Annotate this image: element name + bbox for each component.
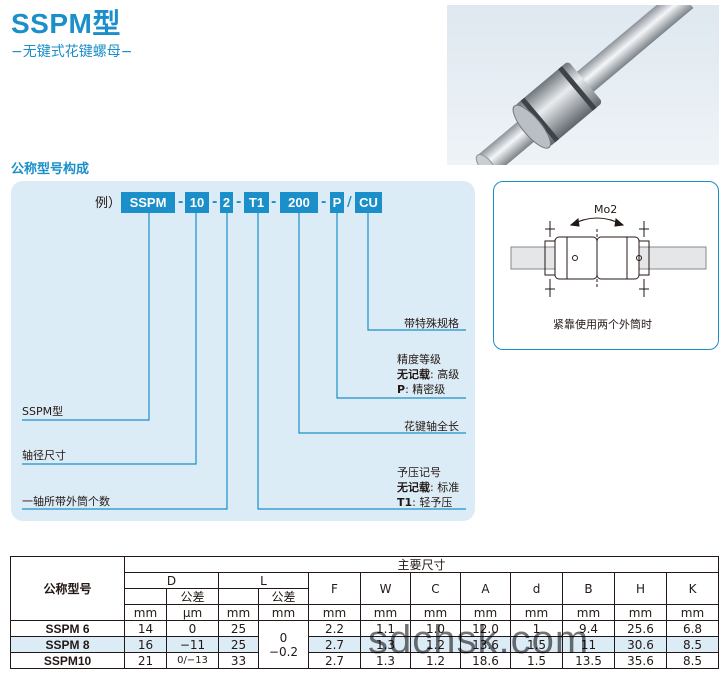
unit: mm [124,604,167,621]
cell-H: 35.6 [614,652,667,669]
cell-C: 1.0 [410,620,461,637]
cell-D-tol: 0 [166,620,219,637]
diagram-caption: 紧靠使用两个外筒时 [553,318,652,331]
code-separator: / [347,195,352,210]
cell-D-tol: 0/−13 [166,652,219,669]
spec-table: 公称型号 主要尺寸 D L F W C A d B H K 公差 公差 mm μ… [10,556,719,669]
cell-B: 9.4 [562,620,615,637]
row-model: SSPM 8 [10,636,125,653]
spline-nut-illustration [475,0,694,177]
annotation-precision-p: P: 精密级 [397,383,446,396]
moment-diagram [510,217,707,297]
cell-F: 2.7 [308,636,361,653]
annotation-shaft-length: 花键轴全长 [404,420,459,433]
code-separator: - [321,195,327,210]
header-D: D [124,572,219,589]
unit: mm [460,604,511,621]
cell-D: 16 [124,636,167,653]
annotation-preload-title: 予压记号 [397,466,441,479]
table-row: SSPM 8 16 −11 25 2.7 1.3 1.2 13.6 1.5 11… [10,636,719,653]
cell-A: 18.6 [460,652,511,669]
code-special: CU [355,192,382,213]
header-model: 公称型号 [10,556,125,621]
cell-F: 2.2 [308,620,361,637]
code-sspm: SSPM [121,192,175,213]
header-F: F [308,572,361,605]
page-subtitle: −无键式花键螺母− [11,44,133,60]
unit: mm [308,604,361,621]
code-separator: - [271,195,277,210]
unit: mm [614,604,667,621]
annotation-precision-none: 无记载: 高级 [397,368,460,381]
header-L-tol: 公差 [258,588,309,605]
annotation-model: SSPM型 [22,405,64,418]
table-row: SSPM10 21 0/−13 33 2.7 1.3 1.2 18.6 1.5 … [10,652,719,669]
code-precision: P [330,192,344,213]
example-label: 例） [95,196,122,211]
code-count: 2 [220,192,233,213]
cell-L: 25 [218,636,259,653]
annotation-count: 一轴所带外筒个数 [22,495,110,508]
header-L-blank [218,588,259,605]
cell-B: 13.5 [562,652,615,669]
annotation-preload-t1: T1: 轻予压 [397,496,453,509]
header-D-tol: 公差 [166,588,219,605]
code-shaft-dia: 10 [185,192,209,213]
cell-H: 25.6 [614,620,667,637]
table-row: SSPM 6 14 0 25 0−0.2 2.2 1.1 1.0 12.0 1 … [10,620,719,669]
header-main-dims: 主要尺寸 [124,556,719,573]
annotation-special: 带特殊规格 [404,317,459,330]
cell-F: 2.7 [308,652,361,669]
cell-W: 1.3 [360,652,411,669]
cell-D-tol: −11 [166,636,219,653]
moment-label: Mo2 [594,203,618,216]
watermark: sdchsk.com [368,618,590,662]
annotation-precision-title: 精度等级 [397,353,441,366]
cell-D: 14 [124,620,167,637]
cell-K: 8.5 [666,636,719,653]
header-W: W [360,572,411,605]
header-d: d [510,572,563,605]
row-model: SSPM10 [10,652,125,669]
cell-K: 6.8 [666,620,719,637]
row-model: SSPM 6 [10,620,125,637]
unit: mm [666,604,719,621]
header-L: L [218,572,309,589]
cell-H: 30.6 [614,636,667,653]
header-B: B [562,572,615,605]
code-separator: - [178,195,184,210]
header-C: C [410,572,461,605]
product-photo [447,0,719,177]
code-separator: - [236,195,242,210]
cell-K: 8.5 [666,652,719,669]
cell-d: 1.5 [510,652,563,669]
cell-D: 21 [124,652,167,669]
cell-L: 33 [218,652,259,669]
code-separator: - [212,195,218,210]
header-D-blank [124,588,167,605]
annotation-preload-none: 无记载: 标准 [397,481,460,494]
header-A: A [460,572,511,605]
annotation-shaft-dia: 轴径尺寸 [22,449,66,462]
cell-L-tol: 0−0.2 [258,620,309,669]
header-K: K [666,572,719,605]
cell-C: 1.2 [410,652,461,669]
header-H: H [614,572,667,605]
code-preload: T1 [244,192,269,213]
section-title: 公称型号构成 [11,162,90,177]
cell-L: 25 [218,620,259,637]
code-length: 200 [280,192,318,213]
page-title: SSPM型 [11,8,121,39]
unit: μm [166,604,219,621]
unit: mm [258,604,309,621]
unit: mm [218,604,259,621]
